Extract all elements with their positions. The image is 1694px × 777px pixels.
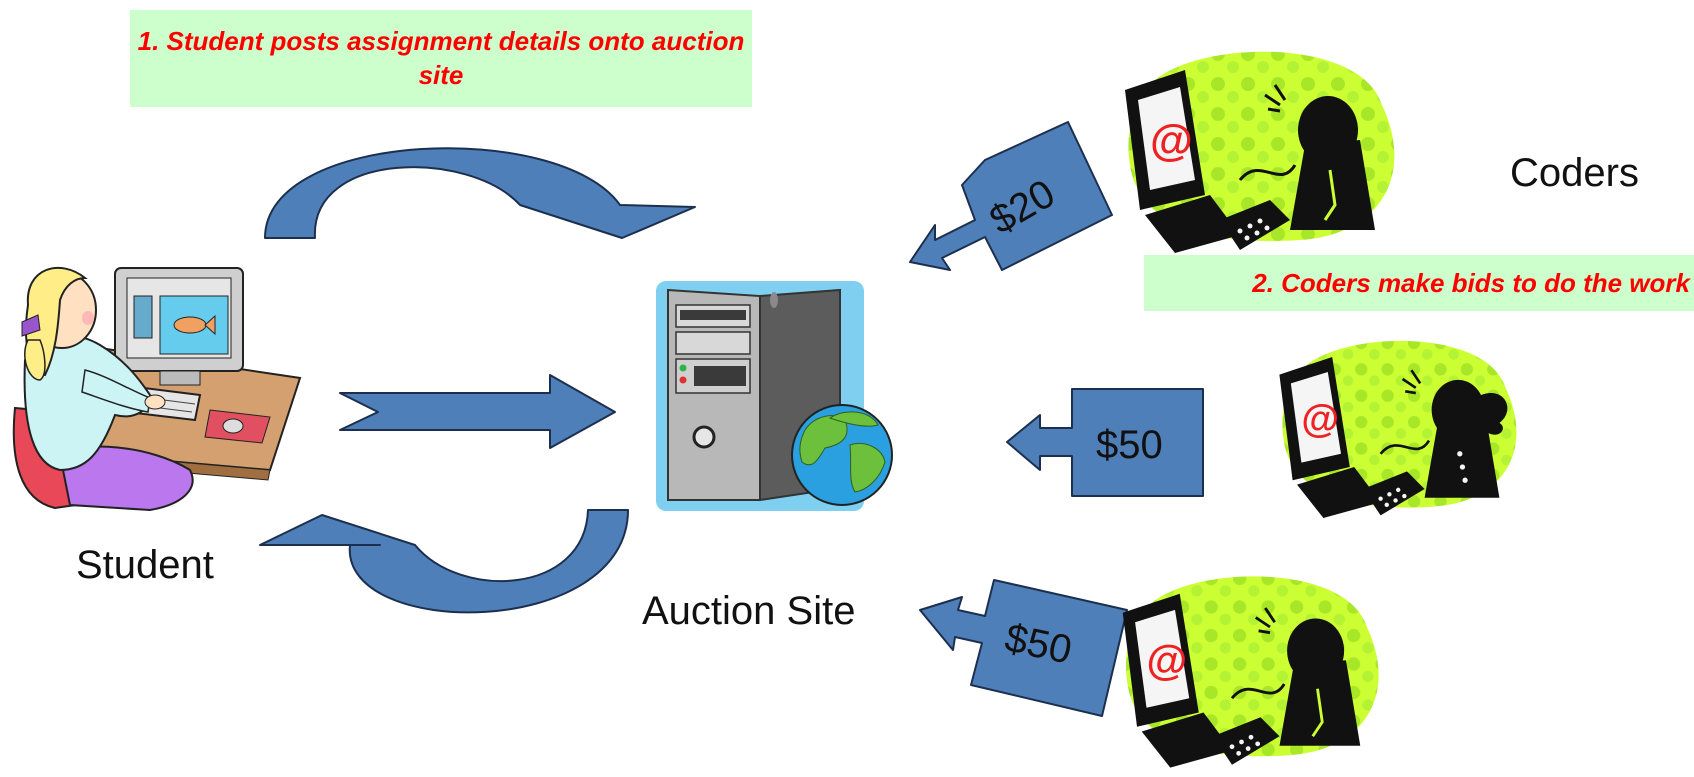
student-at-computer-icon — [12, 266, 302, 512]
bid-arrow-3 — [919, 579, 1128, 717]
svg-text:@: @ — [1301, 398, 1339, 441]
server-tower-icon — [656, 281, 864, 511]
straight-arrow-middle — [339, 374, 616, 449]
svg-text:@: @ — [1150, 116, 1193, 165]
auction-site-label: Auction Site — [642, 589, 856, 633]
coder-at-computer-icon: @ — [1125, 51, 1395, 253]
callout-step-1: 1. Student posts assignment details onto… — [130, 10, 752, 107]
coder-at-computer-icon: @ — [1279, 340, 1517, 519]
globe-icon — [791, 404, 893, 506]
flow-arrows — [259, 147, 696, 614]
callout-step-2: 2. Coders make bids to do the work — [1144, 255, 1694, 311]
bid-arrow-2 — [1006, 388, 1204, 497]
curved-arrow-bottom — [259, 509, 629, 614]
bid-arrow-1 — [909, 121, 1113, 271]
bid-amount-2: $50 — [1096, 423, 1163, 467]
svg-text:@: @ — [1147, 637, 1188, 684]
coder-at-computer-icon: @ — [1122, 576, 1379, 768]
student-label: Student — [76, 543, 214, 587]
curved-arrow-top — [264, 147, 696, 239]
coders-label: Coders — [1510, 151, 1639, 195]
